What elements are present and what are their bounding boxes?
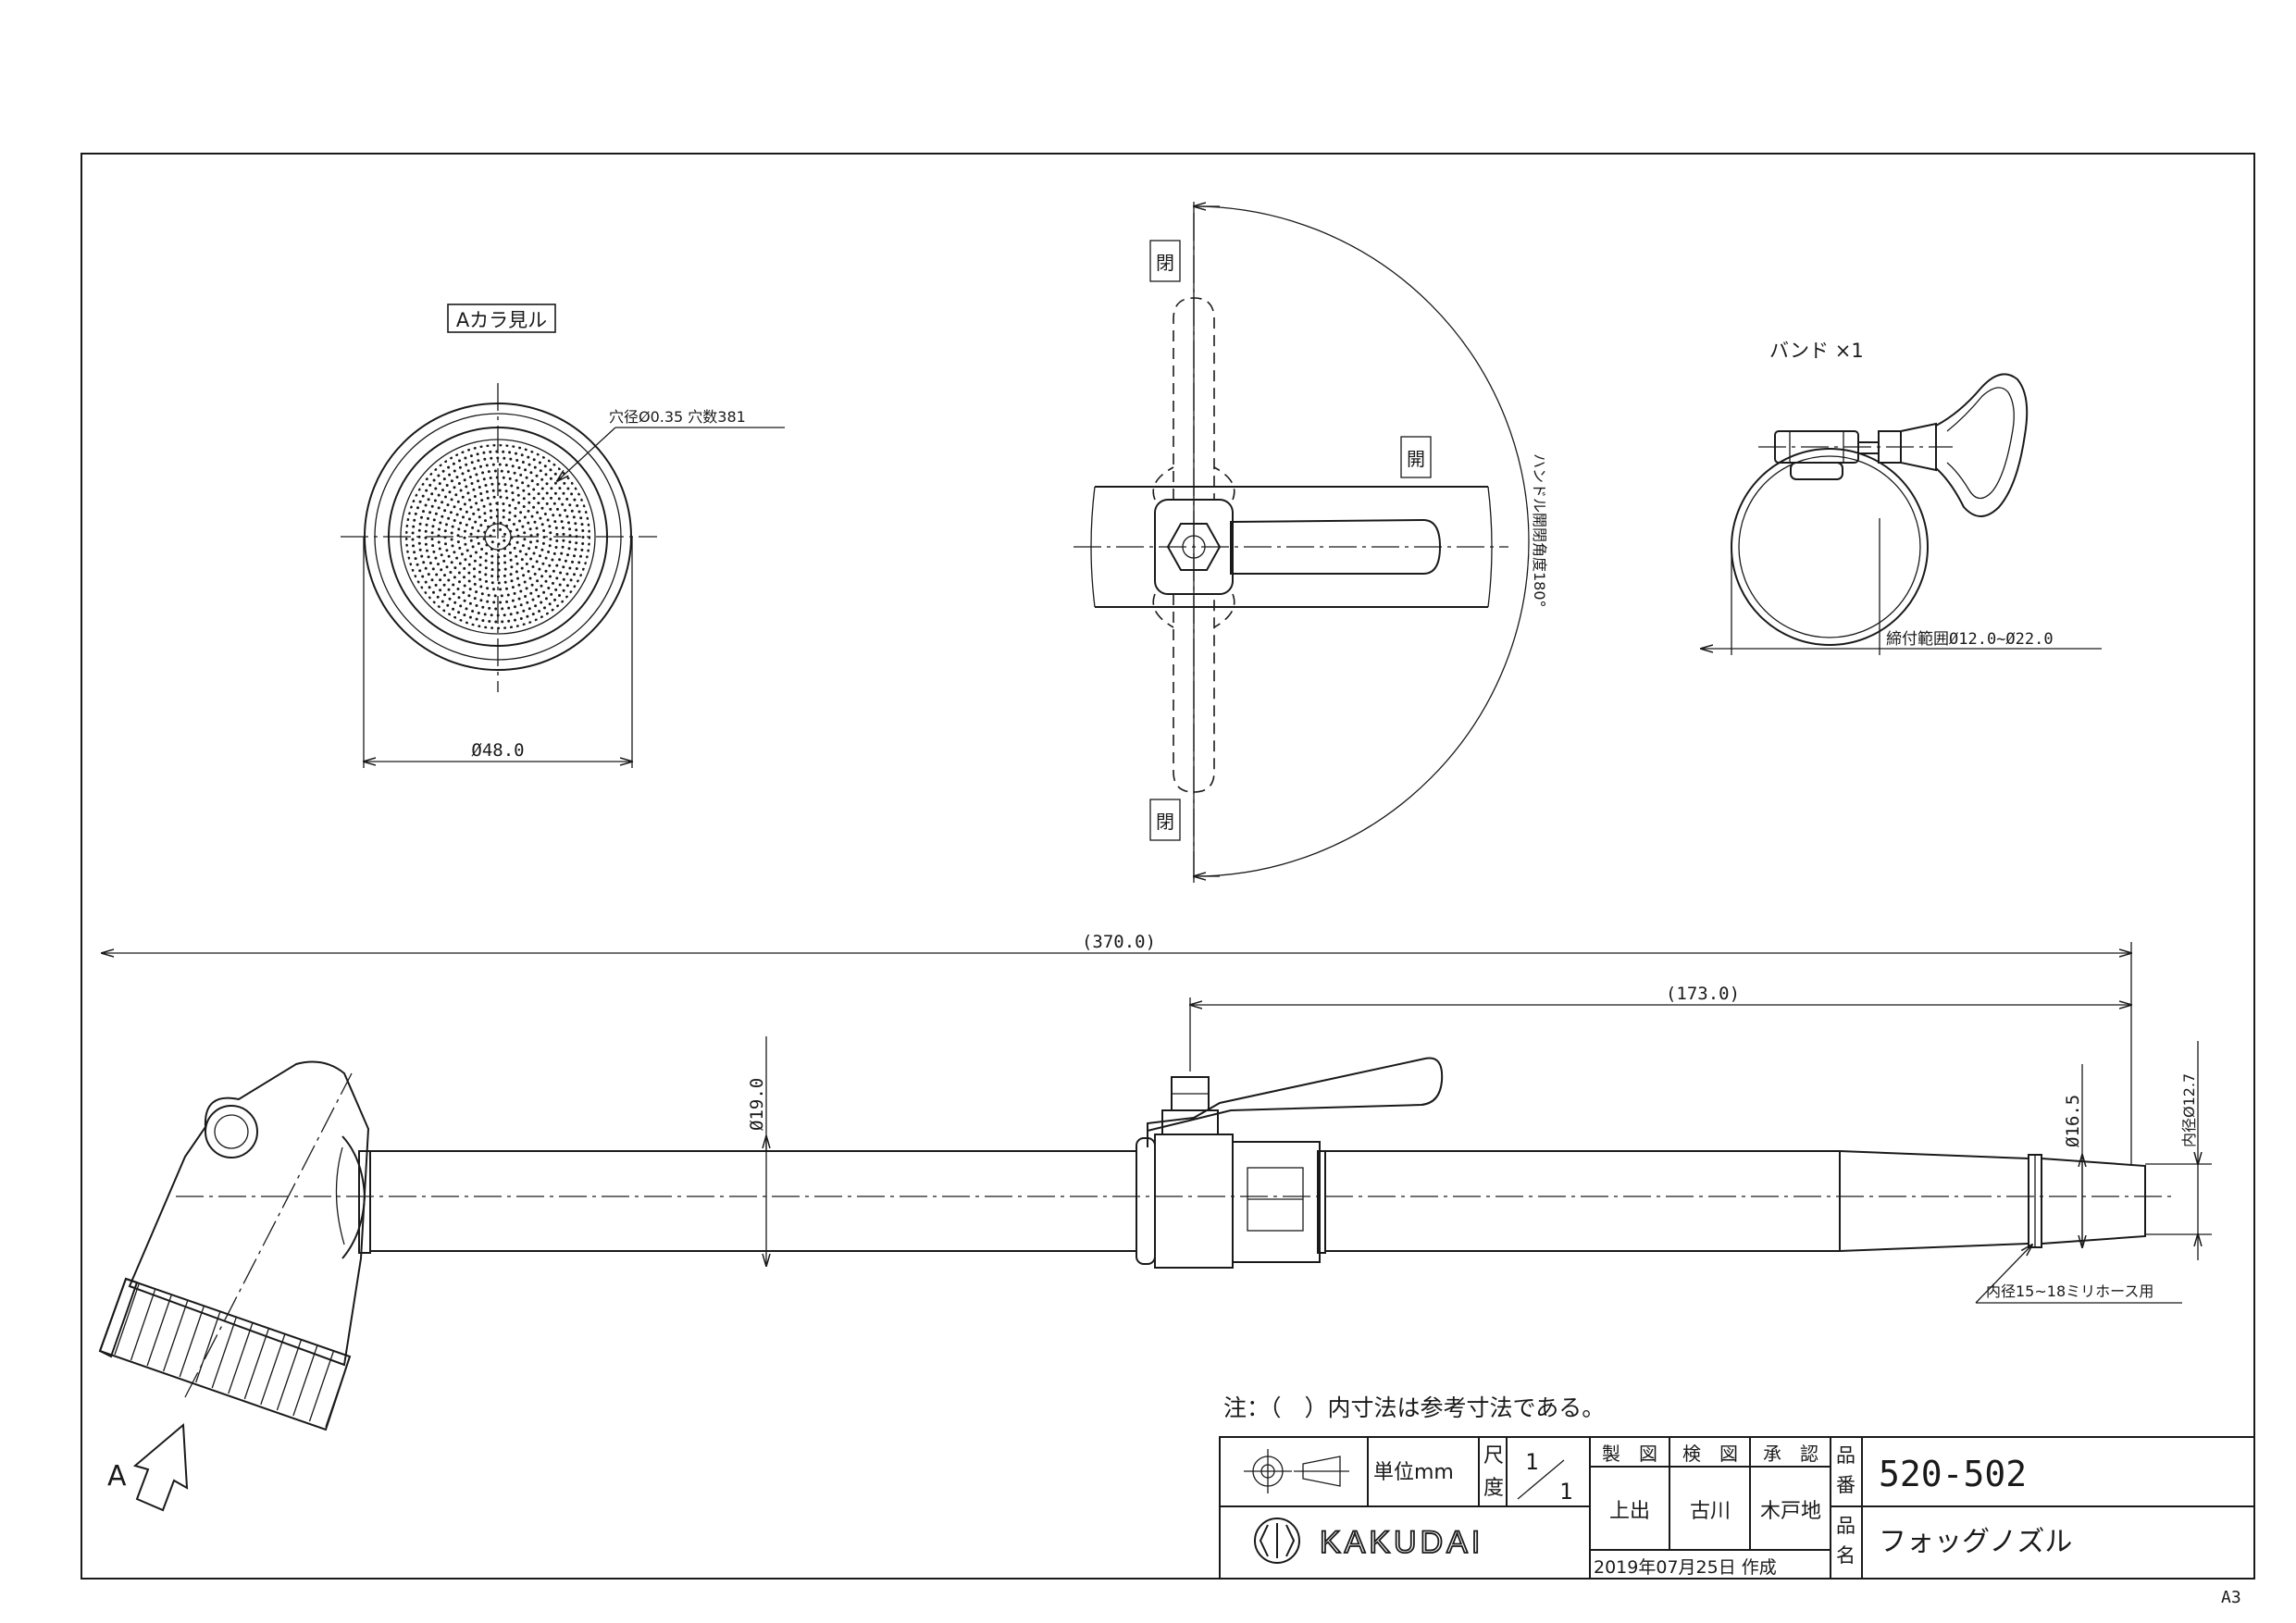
head-approved: 承 認 <box>1763 1443 1818 1465</box>
scale-label-2: 度 <box>1483 1477 1504 1500</box>
head-drawn: 製 図 <box>1602 1443 1657 1465</box>
scale-numerator: 1 <box>1525 1449 1538 1475</box>
view-arrow-label: A <box>107 1460 127 1493</box>
pipe-diameter: Ø19.0 <box>747 1078 767 1131</box>
approved-by: 木戸地 <box>1760 1500 1821 1523</box>
head-checked: 検 図 <box>1682 1443 1738 1465</box>
brand-name: KAKUDAI <box>1320 1525 1483 1560</box>
band-range: 締付範囲Ø12.0~Ø22.0 <box>1886 630 2054 649</box>
angle-note: ハンドル開閉角度180° <box>1531 453 1548 608</box>
spray-holes <box>405 444 590 629</box>
hole-note: 穴径Ø0.35 穴数381 <box>609 408 746 426</box>
unit-label: 単位mm <box>1373 1461 1454 1484</box>
part-no-label-2: 番 <box>1836 1474 1855 1496</box>
view-a-label-box <box>447 304 556 333</box>
diameter-dim: Ø48.0 <box>471 740 524 761</box>
name-label-1: 品 <box>1836 1515 1855 1537</box>
label-closed-bottom: 閉 <box>1156 811 1174 833</box>
scale-denominator: 1 <box>1559 1479 1572 1505</box>
scale-label-1: 尺 <box>1483 1444 1504 1468</box>
name-label-2: 名 <box>1836 1544 1855 1567</box>
label-closed-top: 閉 <box>1156 252 1174 274</box>
band-title: バンド ×1 <box>1769 340 1864 362</box>
part-number: 520-502 <box>1879 1454 2027 1494</box>
view-a-front: Aカラ見ル 穴径Ø0.35 穴数381 Ø48.0 <box>341 304 785 768</box>
handle-view: 閉 開 閉 ハンドル開閉角度180° <box>1074 202 1548 883</box>
view-a-label: Aカラ見ル <box>456 309 547 331</box>
part-no-label-1: 品 <box>1836 1444 1855 1467</box>
nozzle-side-view: (370.0) (173.0) Ø19.0 <box>98 932 2212 1512</box>
created-date: 2019年07月25日 作成 <box>1594 1557 1777 1578</box>
title-block: 単位mm 尺 度 1 1 製 図 検 図 承 認 上出 古川 木戸地 品 番 5… <box>1219 1436 2255 1580</box>
reference-note: 注：（ ）内寸法は参考寸法である。 <box>1223 1394 1605 1421</box>
label-open: 開 <box>1407 448 1425 470</box>
tip-diameter: Ø16.5 <box>2063 1095 2083 1147</box>
drawing-border <box>81 153 2255 1580</box>
valve-length: (173.0) <box>1666 984 1740 1004</box>
product-name: フォッグノズル <box>1879 1526 2072 1558</box>
inner-diameter: 内径Ø12.7 <box>2180 1073 2198 1147</box>
band-clamp: バンド ×1 締付範囲Ø12.0~Ø22.0 <box>1701 340 2102 655</box>
sheet-size: A3 <box>2221 1588 2241 1607</box>
kakudai-logo: KAKUDAI <box>1254 1518 1483 1564</box>
checked-by: 古川 <box>1690 1500 1731 1523</box>
drawn-by: 上出 <box>1609 1500 1650 1523</box>
overall-length: (370.0) <box>1082 932 1156 952</box>
hose-note: 内径15~18ミリホース用 <box>1986 1282 2153 1300</box>
